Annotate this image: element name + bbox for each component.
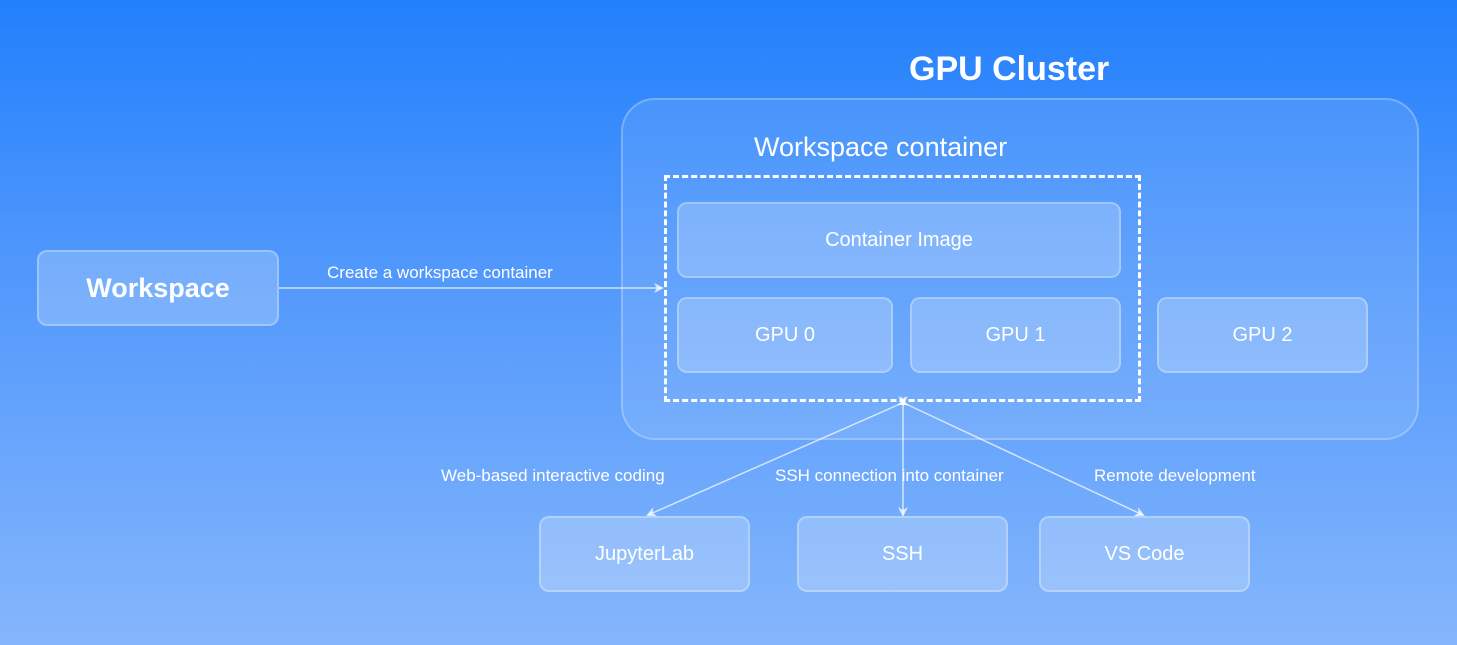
edge-label-create: Create a workspace container: [327, 263, 553, 282]
edge-jupyter: [646, 396, 910, 517]
gpu-cluster-group: [621, 98, 1419, 440]
edge-label-ssh: SSH connection into container: [775, 466, 1004, 485]
gpu-1-node[interactable]: GPU 1: [910, 297, 1121, 373]
cluster-title: GPU Cluster: [909, 50, 1110, 88]
edge-label-jupyter: Web-based interactive coding: [441, 466, 665, 485]
ssh-node[interactable]: SSH: [797, 516, 1008, 592]
gpu-0-node[interactable]: GPU 0: [677, 297, 893, 373]
edge-vscode: [896, 396, 1145, 517]
jupyterlab-node[interactable]: JupyterLab: [539, 516, 750, 592]
gpu-2-node[interactable]: GPU 2: [1157, 297, 1368, 373]
vscode-node[interactable]: VS Code: [1039, 516, 1250, 592]
container-image-node[interactable]: Container Image: [677, 202, 1121, 278]
edge-label-vscode: Remote development: [1094, 466, 1256, 485]
workspace-container-label: Workspace container: [754, 132, 1008, 162]
workspace-node[interactable]: Workspace: [37, 250, 279, 326]
